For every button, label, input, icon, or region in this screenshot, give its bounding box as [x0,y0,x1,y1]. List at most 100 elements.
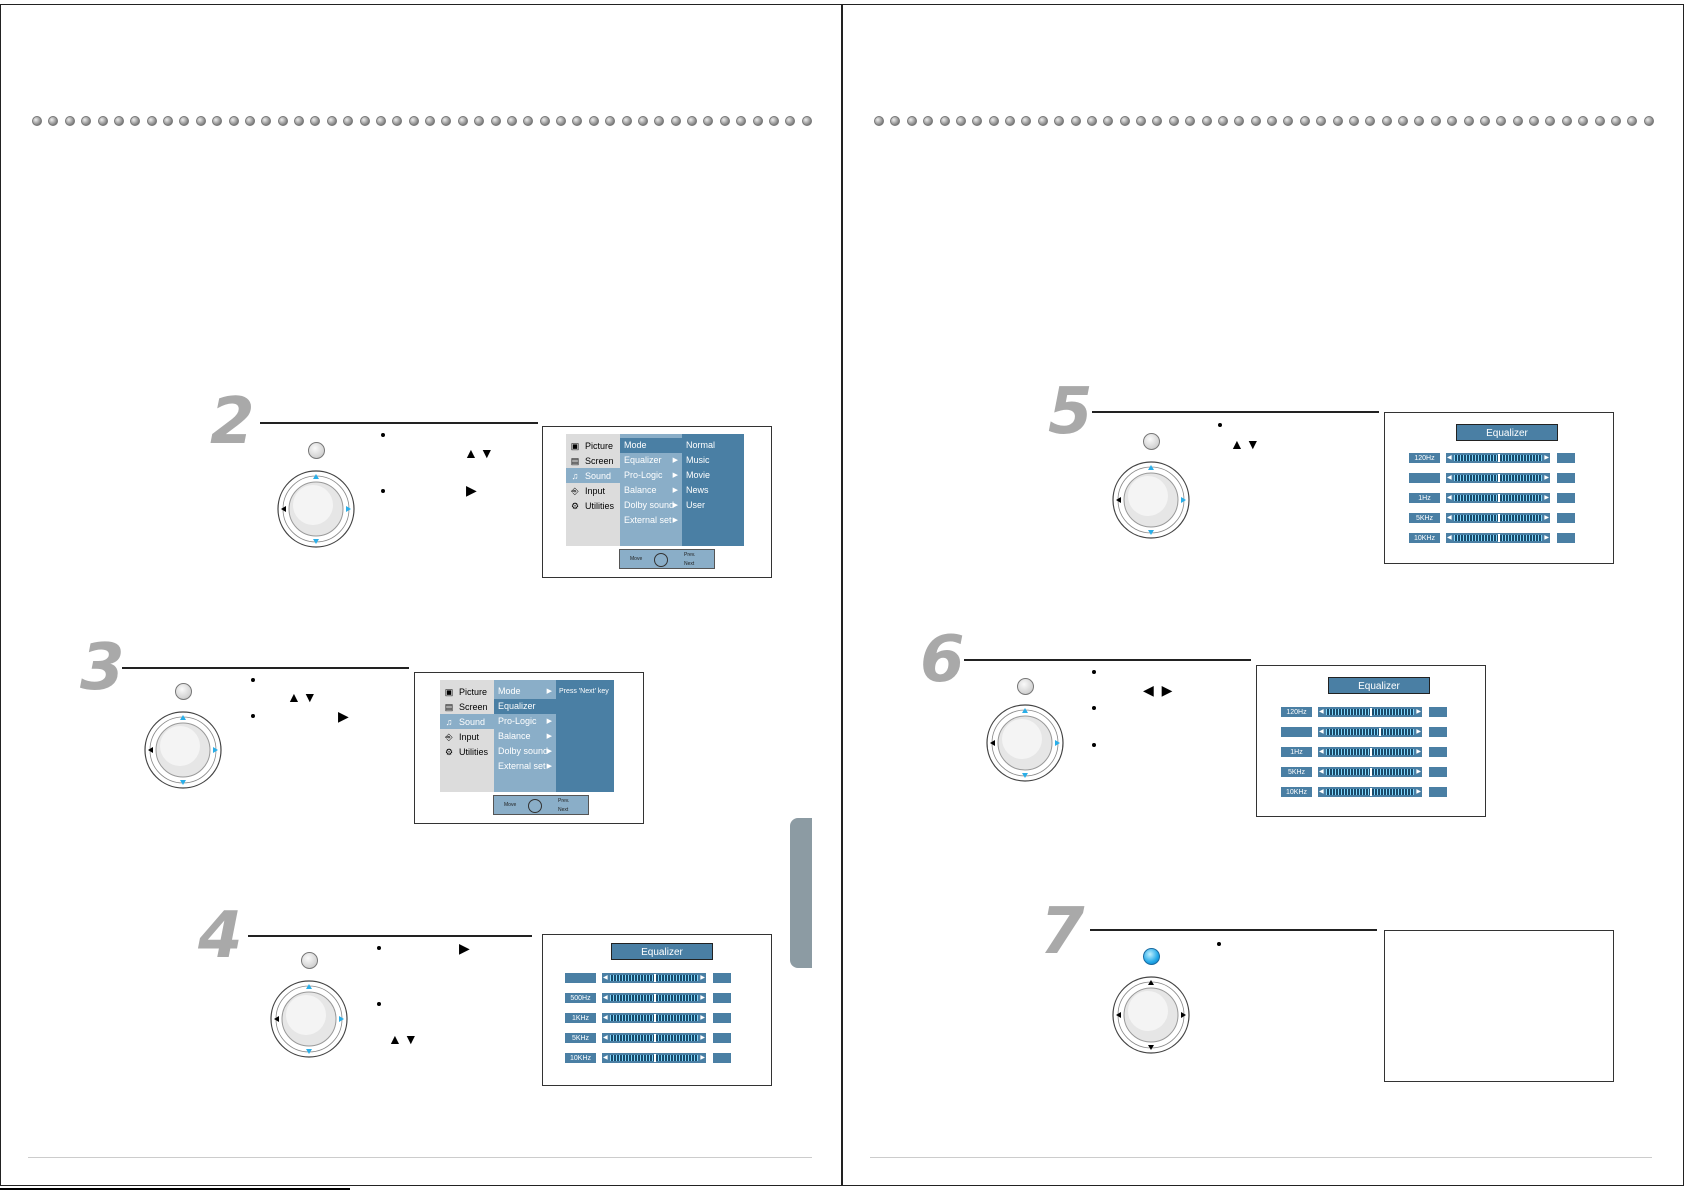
band-level-slider[interactable]: ◀▶ [1445,492,1551,504]
equalizer-band-row: 10KHz◀▶ [1408,532,1578,544]
up-down-arrows: ▲▼ [464,445,496,461]
menu-category-screen[interactable]: ▤Screen [566,453,620,468]
menu-item-pro-logic[interactable]: Pro-Logic▶ [494,714,556,729]
equalizer-title: Equalizer [1456,424,1558,441]
band-frequency-label: 10KHz [1280,786,1313,798]
menu-item-mode[interactable]: Mode▶ [494,684,556,699]
mode-option[interactable]: News [686,485,709,495]
menu-item-external-set[interactable]: External set▶ [494,759,556,774]
divider-dot [1005,116,1015,126]
divider-dot [523,116,534,126]
menu-category-sound[interactable]: ♫Sound [440,714,494,729]
footer-line-left [28,1157,812,1158]
menu-item-equalizer[interactable]: Equalizer▶ [620,453,682,468]
slider-left-arrow-icon: ◀ [1319,749,1324,755]
divider-dot [972,116,983,126]
input-icon: ⎆ [445,731,453,742]
slider-knob[interactable] [1498,494,1500,502]
band-level-slider[interactable]: ◀▶ [1445,472,1551,484]
slider-left-arrow-icon: ◀ [1447,455,1452,461]
menu-item-balance[interactable]: Balance▶ [494,729,556,744]
menu-item-pro-logic[interactable]: Pro-Logic▶ [620,468,682,483]
band-level-slider[interactable]: ◀▶ [1317,786,1423,798]
menu-item-external-set[interactable]: External set▶ [620,513,682,528]
band-level-slider[interactable]: ◀▶ [1445,452,1551,464]
band-level-slider[interactable]: ◀▶ [601,1052,707,1064]
band-level-slider[interactable]: ◀▶ [1317,726,1423,738]
mode-option[interactable]: Movie [686,470,711,480]
menu-button[interactable] [1017,678,1034,695]
slider-knob[interactable] [1498,454,1500,462]
slider-knob[interactable] [654,974,656,982]
menu-category-sound[interactable]: ♫Sound [566,468,620,483]
right-arrow: ▶ [466,482,479,498]
menu-category-picture[interactable]: ▣Picture [566,438,620,453]
slider-knob[interactable] [1370,748,1372,756]
band-level-slider[interactable]: ◀▶ [601,1032,707,1044]
navigation-dpad[interactable] [1111,975,1191,1055]
menu-button[interactable] [308,442,325,459]
navigation-dpad[interactable] [269,979,349,1059]
menu-item-equalizer[interactable]: Equalizer [494,699,556,714]
slider-knob[interactable] [654,994,656,1002]
band-level-slider[interactable]: ◀▶ [601,1012,707,1024]
slider-knob[interactable] [1498,474,1500,482]
band-level-slider[interactable]: ◀▶ [601,992,707,1004]
band-level-slider[interactable]: ◀▶ [1445,512,1551,524]
divider-dot [97,116,108,126]
slider-knob[interactable] [1370,788,1372,796]
navigation-dpad[interactable] [276,469,356,549]
navigation-dpad[interactable] [985,703,1065,783]
slider-knob[interactable] [654,1014,656,1022]
slider-knob[interactable] [1370,708,1372,716]
divider-dot [1479,116,1490,126]
menu-item-dolby-sound[interactable]: Dolby sound▶ [494,744,556,759]
band-value-box [1428,706,1448,718]
divider-dot [1283,116,1294,126]
slider-knob[interactable] [1378,728,1381,736]
navigation-dpad[interactable] [143,710,223,790]
divider-dot [1430,116,1441,126]
slider-knob[interactable] [1370,768,1372,776]
slider-right-arrow-icon: ▶ [1544,455,1549,461]
slider-knob[interactable] [654,1034,656,1042]
input-icon: ⎆ [571,485,579,496]
menu-item-dolby-sound[interactable]: Dolby sound▶ [620,498,682,513]
bullet [1092,743,1096,747]
menu-category-label: Input [585,485,606,496]
menu-item-balance[interactable]: Balance▶ [620,483,682,498]
left-page [0,4,843,1186]
divider-dot [1578,116,1589,126]
menu-button-active[interactable] [1143,948,1160,965]
slider-knob[interactable] [1498,534,1500,542]
slider-knob[interactable] [1498,514,1500,522]
menu-button[interactable] [301,952,318,969]
menu-category-input[interactable]: ⎆ Input [566,483,620,498]
navigation-dpad[interactable] [1111,460,1191,540]
menu-category-picture[interactable]: ▣Picture [440,684,494,699]
menu-button[interactable] [1143,433,1160,450]
menu-category-input[interactable]: ⎆Input [440,729,494,744]
band-level-slider[interactable]: ◀▶ [1317,746,1423,758]
submenu-arrow-icon: ▶ [546,688,552,695]
band-level-slider[interactable]: ◀▶ [1317,706,1423,718]
slider-right-arrow-icon: ▶ [1544,535,1549,541]
band-level-slider[interactable]: ◀▶ [1317,766,1423,778]
mode-option[interactable]: Music [686,455,710,465]
menu-category-screen[interactable]: ▤Screen [440,699,494,714]
divider-dot [1185,116,1196,126]
menu-item-mode[interactable]: Mode [620,438,682,453]
band-level-slider[interactable]: ◀▶ [601,972,707,984]
menu-category-utilities[interactable]: ⚙Utilities [566,498,620,513]
equalizer-title: Equalizer [611,943,713,960]
section-tab[interactable] [790,818,812,968]
band-level-slider[interactable]: ◀▶ [1445,532,1551,544]
menu-button[interactable] [175,683,192,700]
slider-left-arrow-icon: ◀ [1447,535,1452,541]
slider-knob[interactable] [654,1054,656,1062]
mode-option[interactable]: Normal [686,440,716,450]
menu-item-label: Dolby sound [498,746,549,756]
menu-category-utilities[interactable]: ⚙Utilities [440,744,494,759]
mode-option[interactable]: User [686,500,706,510]
divider-dot [906,116,917,126]
